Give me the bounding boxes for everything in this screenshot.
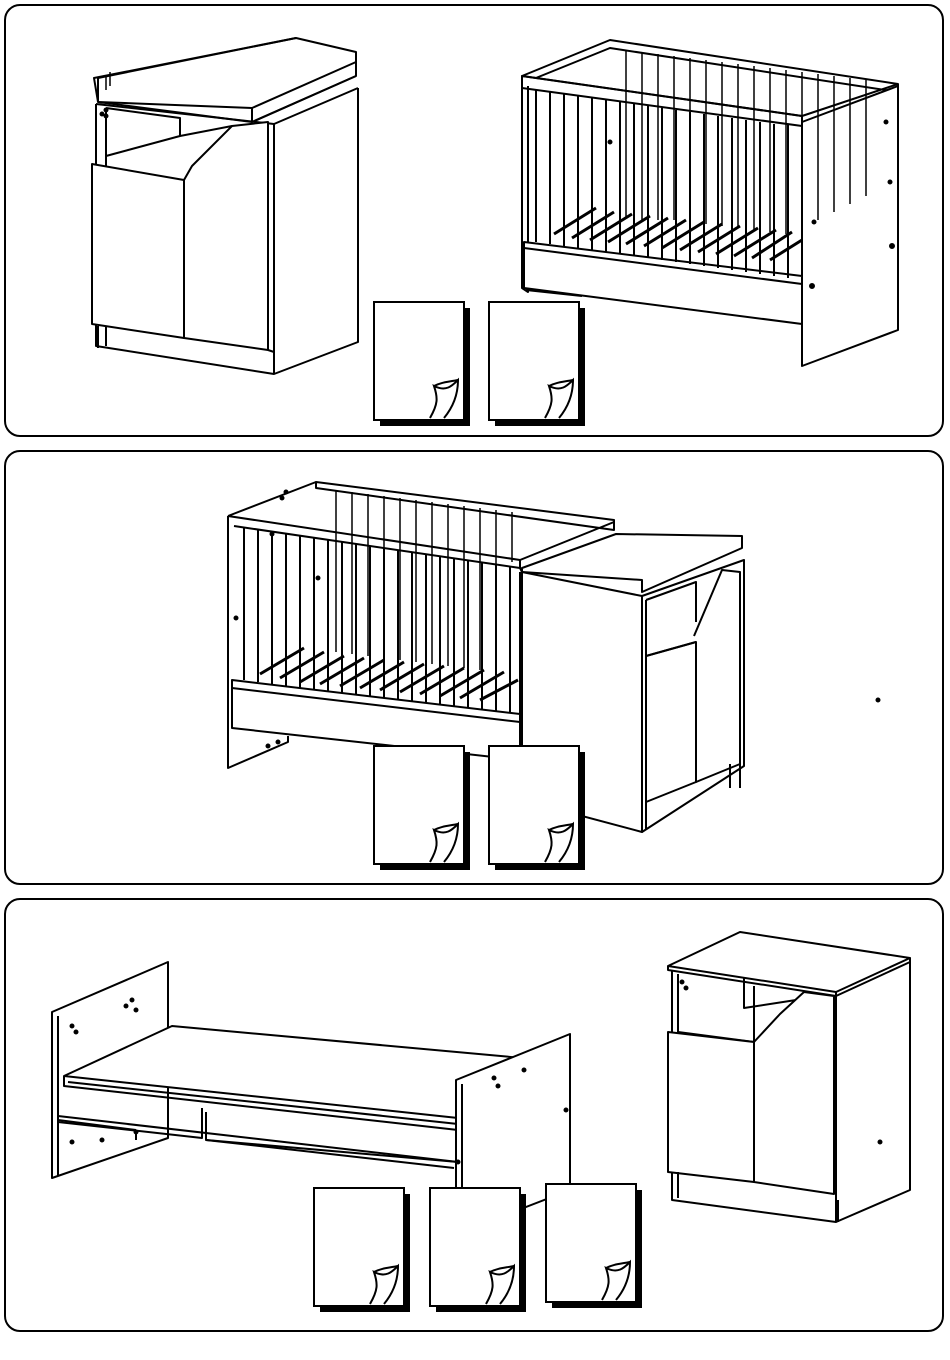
dresser-illustration [668,932,910,1222]
manual-icon-5 [312,1186,412,1314]
manual-icon-1 [372,300,472,428]
manual-icon-3 [372,744,472,872]
panel-combined-crib [4,450,944,885]
manual-icon-4 [487,744,587,872]
manual-icon-7 [544,1182,644,1310]
manual-icon-2 [487,300,587,428]
changing-dresser-illustration [92,38,358,374]
panel-junior-bed-and-dresser [4,898,944,1332]
panel-dresser-and-crib [4,4,944,437]
manual-icon-6 [428,1186,528,1314]
